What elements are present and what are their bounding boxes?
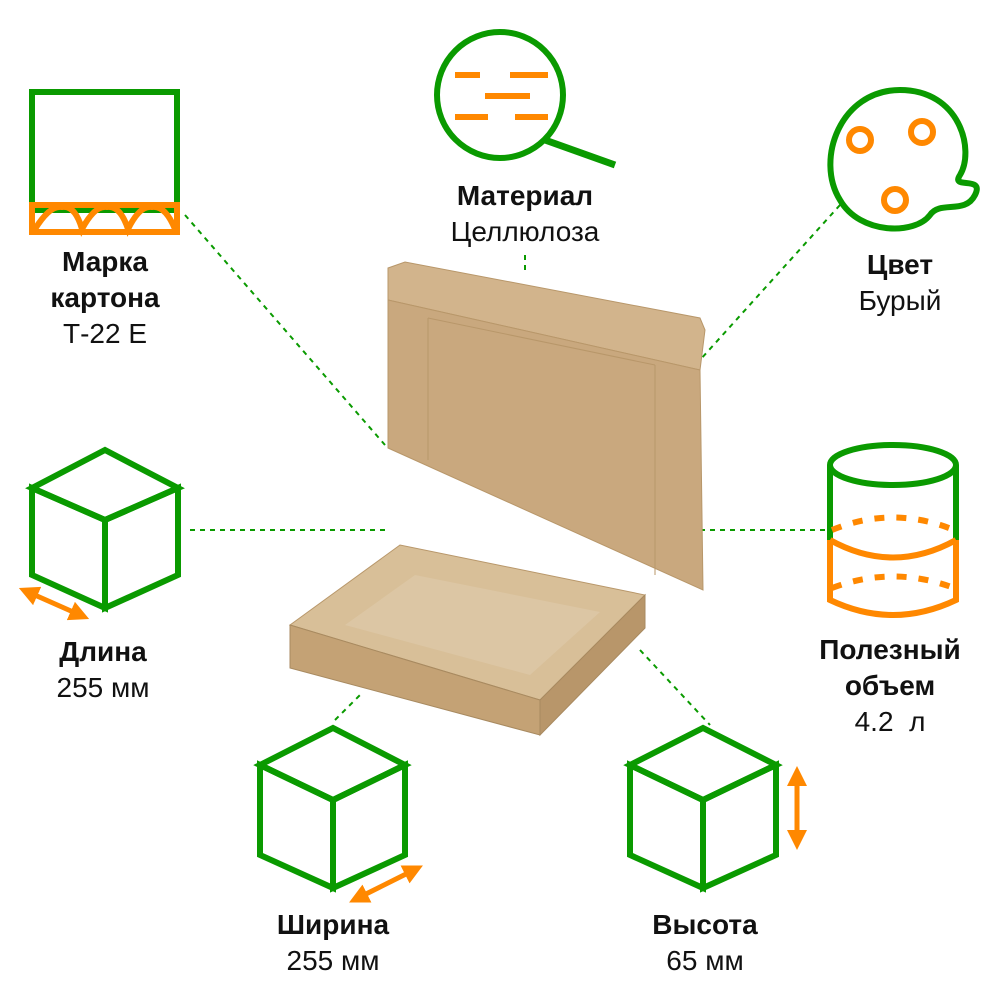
spec-length-value: 255 мм: [56, 672, 150, 703]
spec-color-title: Цвет: [866, 249, 934, 280]
spec-brand-value: Т-22 Е: [62, 318, 148, 349]
spec-width: Ширина 255 мм: [277, 907, 389, 979]
spec-volume-title-1: Полезный: [819, 634, 961, 665]
palette-icon: [827, 86, 980, 232]
spec-volume-title-2: объем: [844, 670, 936, 701]
spec-material: Материал Целлюлоза: [451, 178, 600, 250]
spec-volume-value: 4.2 л: [854, 706, 926, 737]
spec-brand: Марка картона Т-22 Е: [50, 244, 159, 352]
cylinder-volume-icon: [827, 442, 959, 618]
cardboard-box: [288, 261, 706, 737]
spec-color-value: Бурый: [858, 285, 942, 316]
cube-height-icon: [623, 724, 807, 893]
cube-length-icon: [18, 446, 185, 621]
spec-height: Высота 65 мм: [652, 907, 757, 979]
spec-material-value: Целлюлоза: [450, 216, 600, 247]
cube-width-icon: [253, 724, 423, 903]
spec-length: Длина 255 мм: [57, 634, 150, 706]
corrugated-cardboard-icon: [29, 89, 180, 237]
spec-width-title: Ширина: [276, 909, 390, 940]
spec-brand-title-1: Марка: [62, 246, 148, 277]
spec-volume: Полезный объем 4.2 л: [819, 632, 960, 740]
spec-width-value: 255 мм: [286, 945, 380, 976]
spec-color: Цвет Бурый: [859, 247, 942, 319]
spec-height-value: 65 мм: [666, 945, 744, 976]
magnifier-icon: [434, 29, 617, 169]
connector-lines: [184, 204, 841, 726]
spec-material-title: Материал: [456, 180, 594, 211]
spec-length-title: Длина: [59, 636, 147, 667]
spec-height-title: Высота: [652, 909, 758, 940]
spec-brand-title-2: картона: [50, 282, 160, 313]
